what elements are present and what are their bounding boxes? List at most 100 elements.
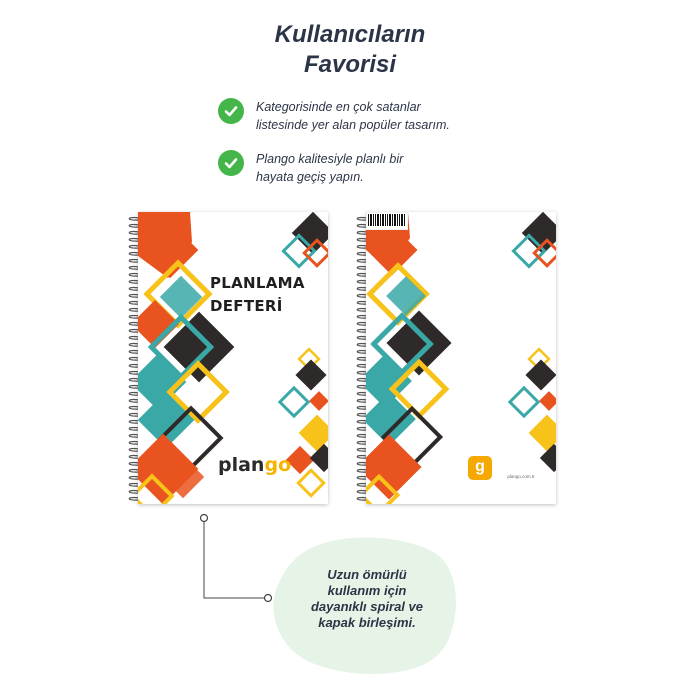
spiral-coil xyxy=(128,377,140,382)
spiral-coil xyxy=(356,433,368,438)
spiral-coil xyxy=(128,293,140,298)
spiral-coil xyxy=(128,440,140,445)
plango-logo: plango xyxy=(218,454,291,476)
spiral-coil xyxy=(356,244,368,249)
callout-line-3: dayanıklı spiral ve xyxy=(310,599,423,614)
spiral-coil xyxy=(128,356,140,361)
spiral-coil xyxy=(128,286,140,291)
spiral-coil xyxy=(356,216,368,221)
callout-text: Uzun ömürlü kullanım için dayanıklı spir… xyxy=(282,567,452,631)
cover-title-line-2: DEFTERİ xyxy=(210,297,283,315)
spiral-coil xyxy=(128,398,140,403)
spiral-coil xyxy=(128,370,140,375)
spiral-coil xyxy=(356,223,368,228)
back-url: plango.com.tr xyxy=(507,474,535,479)
spiral-coil xyxy=(128,349,140,354)
spiral-coil xyxy=(356,293,368,298)
spiral-coil xyxy=(128,230,140,235)
spiral-coil xyxy=(128,223,140,228)
headline-line-1: Kullanıcıların xyxy=(274,21,426,48)
spiral-coil xyxy=(128,447,140,452)
brand-main: plan xyxy=(218,454,265,476)
spiral-coil xyxy=(128,426,140,431)
headline-line-2: Favorisi xyxy=(303,51,397,78)
spiral-coil xyxy=(128,454,140,459)
spiral-coil xyxy=(128,475,140,480)
spiral-coil xyxy=(356,258,368,263)
spiral-coil xyxy=(128,258,140,263)
spiral-coil xyxy=(356,230,368,235)
callout-line-1: Uzun ömürlü xyxy=(327,567,407,582)
callout-line-4: kapak birleşimi. xyxy=(318,615,416,630)
feature-item-1: Kategorisinde en çok satanlar listesinde… xyxy=(218,98,450,134)
spiral-coil xyxy=(128,328,140,333)
spiral-coil xyxy=(128,335,140,340)
spiral-coil xyxy=(356,279,368,284)
barcode-icon xyxy=(366,212,408,230)
check-circle-icon xyxy=(218,98,244,124)
spiral-coil xyxy=(356,342,368,347)
spiral-coil xyxy=(356,482,368,487)
spiral-coil xyxy=(356,300,368,305)
spiral-coil xyxy=(356,419,368,424)
spiral-coil xyxy=(356,328,368,333)
check-circle-icon xyxy=(218,150,244,176)
spiral-coil xyxy=(128,307,140,312)
spiral-coil xyxy=(128,468,140,473)
spiral-coil xyxy=(356,377,368,382)
geometric-pattern xyxy=(138,212,328,504)
callout-blob xyxy=(273,537,456,674)
spiral-coil xyxy=(356,384,368,389)
spiral-coil xyxy=(128,384,140,389)
feature-1-line-2: listesinde yer alan popüler tasarım. xyxy=(256,118,450,132)
spiral-coil xyxy=(128,433,140,438)
callout-line-2: kullanım için xyxy=(327,583,407,598)
spiral-coil xyxy=(128,216,140,221)
feature-item-2: Plango kalitesiyle planlı bir hayata geç… xyxy=(218,150,403,186)
spiral-coil xyxy=(356,321,368,326)
notebook-back: g plango.com.tr xyxy=(352,212,556,504)
spiral-coil xyxy=(356,391,368,396)
front-cover: PLANLAMA DEFTERİ plango xyxy=(138,212,328,504)
spiral-coil xyxy=(128,300,140,305)
spiral-coil xyxy=(356,237,368,242)
feature-2-line-2: hayata geçiş yapın. xyxy=(256,170,364,184)
spiral-coil xyxy=(128,419,140,424)
plango-badge-icon: g xyxy=(468,456,492,480)
back-cover: g plango.com.tr xyxy=(366,212,556,504)
spiral-coil xyxy=(356,286,368,291)
spiral-coil xyxy=(356,370,368,375)
spiral-coil xyxy=(356,398,368,403)
notebook-front: PLANLAMA DEFTERİ plango xyxy=(124,212,328,504)
spiral-coil xyxy=(128,272,140,277)
spiral-coil xyxy=(356,461,368,466)
spiral-coil xyxy=(356,489,368,494)
spiral-coil xyxy=(128,265,140,270)
spiral-binding xyxy=(128,216,140,501)
spiral-coil xyxy=(128,244,140,249)
spiral-coil xyxy=(128,405,140,410)
spiral-coil xyxy=(356,356,368,361)
spiral-coil xyxy=(128,342,140,347)
spiral-coil xyxy=(356,440,368,445)
spiral-coil xyxy=(356,496,368,501)
cover-title-line-1: PLANLAMA xyxy=(210,274,305,292)
spiral-coil xyxy=(128,461,140,466)
spiral-coil xyxy=(356,363,368,368)
spiral-coil xyxy=(128,496,140,501)
spiral-coil xyxy=(128,251,140,256)
spiral-coil xyxy=(128,237,140,242)
spiral-coil xyxy=(356,475,368,480)
spiral-coil xyxy=(356,314,368,319)
spiral-coil xyxy=(356,272,368,277)
spiral-coil xyxy=(128,363,140,368)
spiral-binding xyxy=(356,216,368,501)
spiral-coil xyxy=(128,391,140,396)
spiral-coil xyxy=(128,314,140,319)
spiral-coil xyxy=(128,412,140,417)
geometric-pattern xyxy=(366,212,556,504)
spiral-coil xyxy=(356,405,368,410)
cover-title: PLANLAMA DEFTERİ xyxy=(210,272,305,318)
spiral-coil xyxy=(356,335,368,340)
